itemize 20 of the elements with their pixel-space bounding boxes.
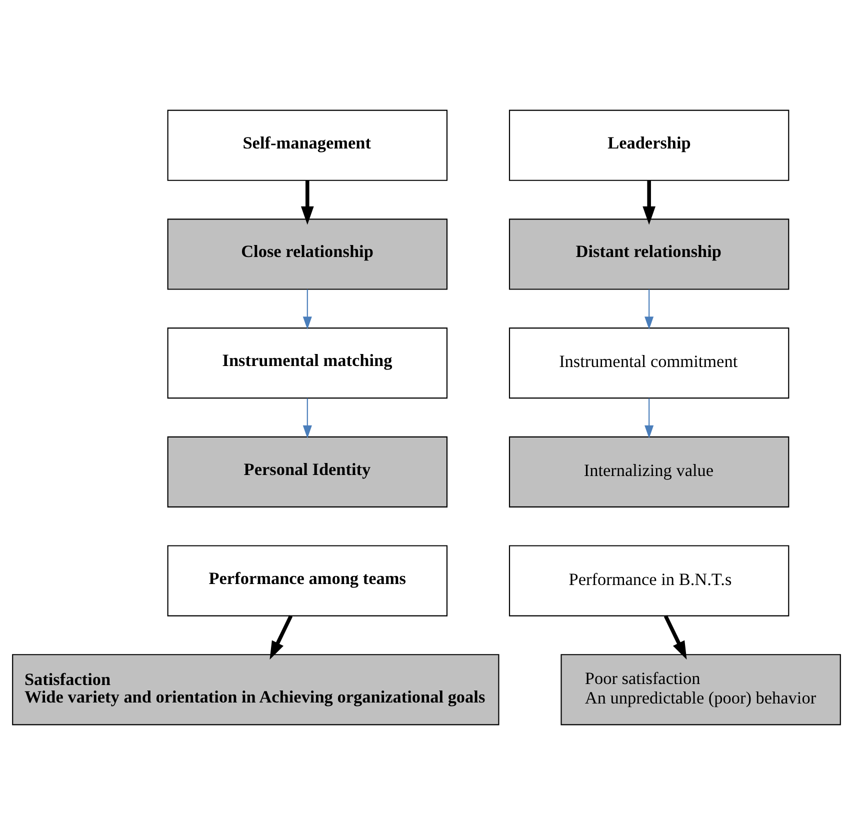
arrow bbox=[644, 289, 654, 330]
node-box: Performance in B.N.T.s bbox=[508, 545, 790, 616]
arrow bbox=[642, 180, 656, 225]
node-box: Satisfaction Wide variety and orientation in Achieving organizational goals bbox=[12, 654, 500, 726]
node-box: Close relationship bbox=[167, 218, 448, 290]
node-box: Instrumental commitment bbox=[508, 328, 790, 399]
node-box: Internalizing value bbox=[508, 436, 790, 508]
node-box: Self-management bbox=[167, 110, 448, 181]
arrow bbox=[302, 289, 312, 330]
node-box: Personal Identity bbox=[167, 436, 448, 508]
node-box: Poor satisfaction An unpredictable (poor) behavior bbox=[560, 654, 841, 726]
arrow bbox=[644, 398, 654, 438]
node-box: Distant relationship bbox=[508, 218, 790, 290]
node-box: Performance among teams bbox=[167, 545, 448, 616]
arrow bbox=[270, 615, 293, 660]
arrow bbox=[302, 398, 312, 438]
arrow bbox=[664, 615, 687, 660]
node-box: Leadership bbox=[508, 110, 790, 181]
arrow bbox=[300, 180, 314, 225]
node-box: Instrumental matching bbox=[167, 328, 448, 399]
